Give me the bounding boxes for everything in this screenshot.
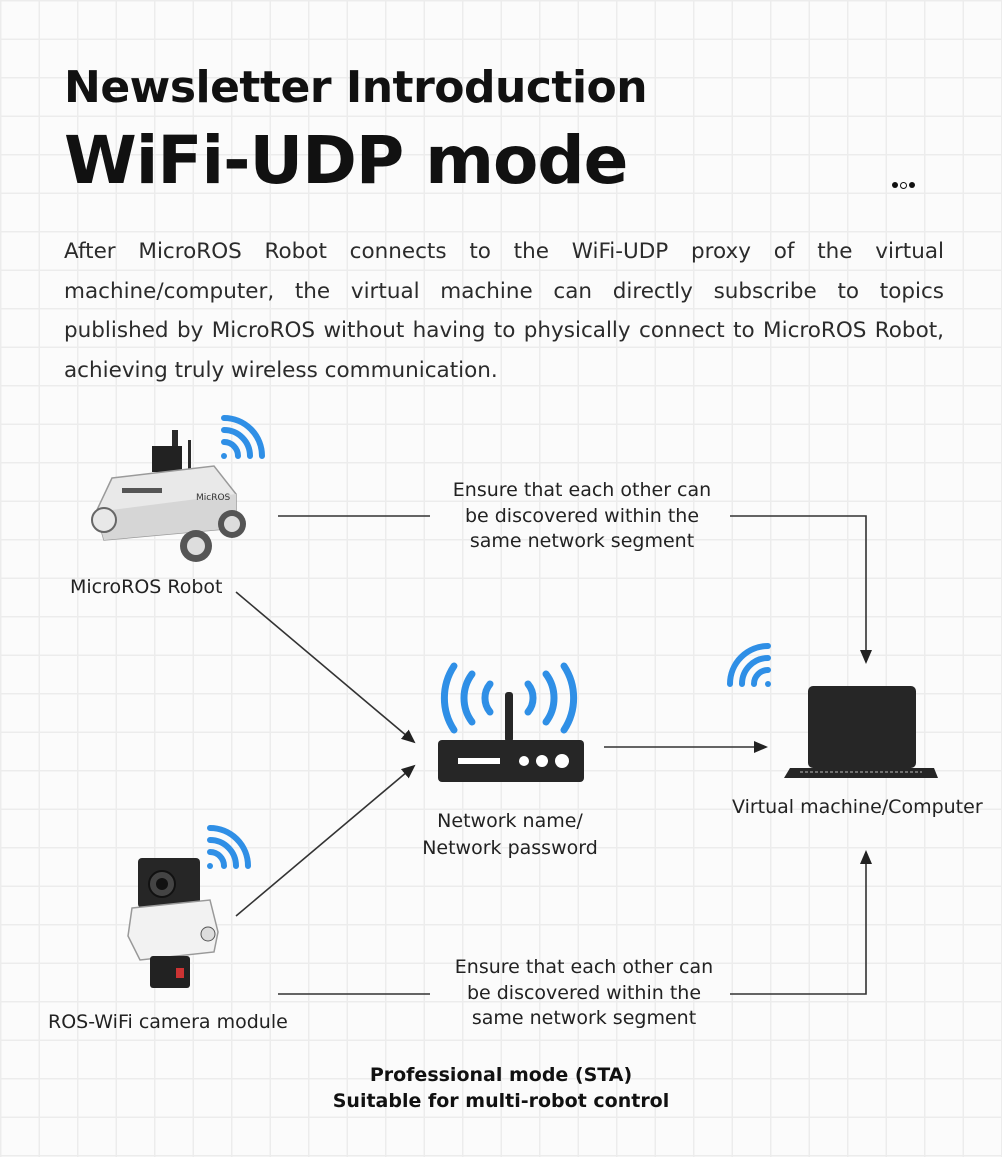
router-icon: [438, 692, 584, 782]
laptop-icon: [784, 686, 938, 778]
laptop-wifi-icon: [727, 643, 771, 687]
more-options-icon[interactable]: [892, 182, 915, 189]
bottom-connector-line: [278, 850, 872, 995]
top-link-line-2: be discovered within the: [464, 504, 700, 527]
footer-description: Suitable for multi-robot control: [332, 1090, 670, 1112]
robot-image: MicROS: [91, 430, 246, 562]
top-link-line-1: Ensure that each other can: [452, 479, 712, 501]
camera-module-image: [127, 858, 219, 988]
top-connector-line: [278, 515, 872, 664]
router-wifi-icon: [440, 662, 578, 734]
robot-label: MicroROS Robot: [70, 576, 223, 598]
top-link-caption: Ensure that each other can be discovered…: [432, 478, 732, 555]
camera-label: ROS-WiFi camera module: [48, 1011, 288, 1033]
camera-wifi-icon: [207, 825, 251, 869]
footer-mode: Professional mode (STA): [369, 1064, 633, 1086]
intro-paragraph: After MicroROS Robot connects to the WiF…: [64, 239, 944, 383]
svg-text:MicROS: MicROS: [196, 493, 231, 503]
top-link-line-3: same network segment: [469, 530, 695, 552]
robot-wifi-icon: [221, 415, 265, 459]
robot-to-router-arrow: [235, 591, 416, 744]
title-large: WiFi-UDP mode: [64, 122, 628, 199]
bottom-link-caption: Ensure that each other can be discovered…: [434, 955, 734, 1032]
bottom-link-line-1: Ensure that each other can: [454, 956, 714, 978]
bottom-link-line-2: be discovered within the: [466, 981, 702, 1004]
router-label: Network name/ Network password: [400, 808, 620, 862]
computer-label: Virtual machine/Computer: [732, 796, 983, 818]
camera-to-router-arrow: [235, 764, 416, 917]
router-label-line-2: Network password: [422, 837, 598, 859]
router-label-line-1: Network name/: [437, 810, 583, 832]
bottom-link-line-3: same network segment: [471, 1007, 697, 1029]
title-small: Newsletter Introduction: [64, 62, 648, 113]
